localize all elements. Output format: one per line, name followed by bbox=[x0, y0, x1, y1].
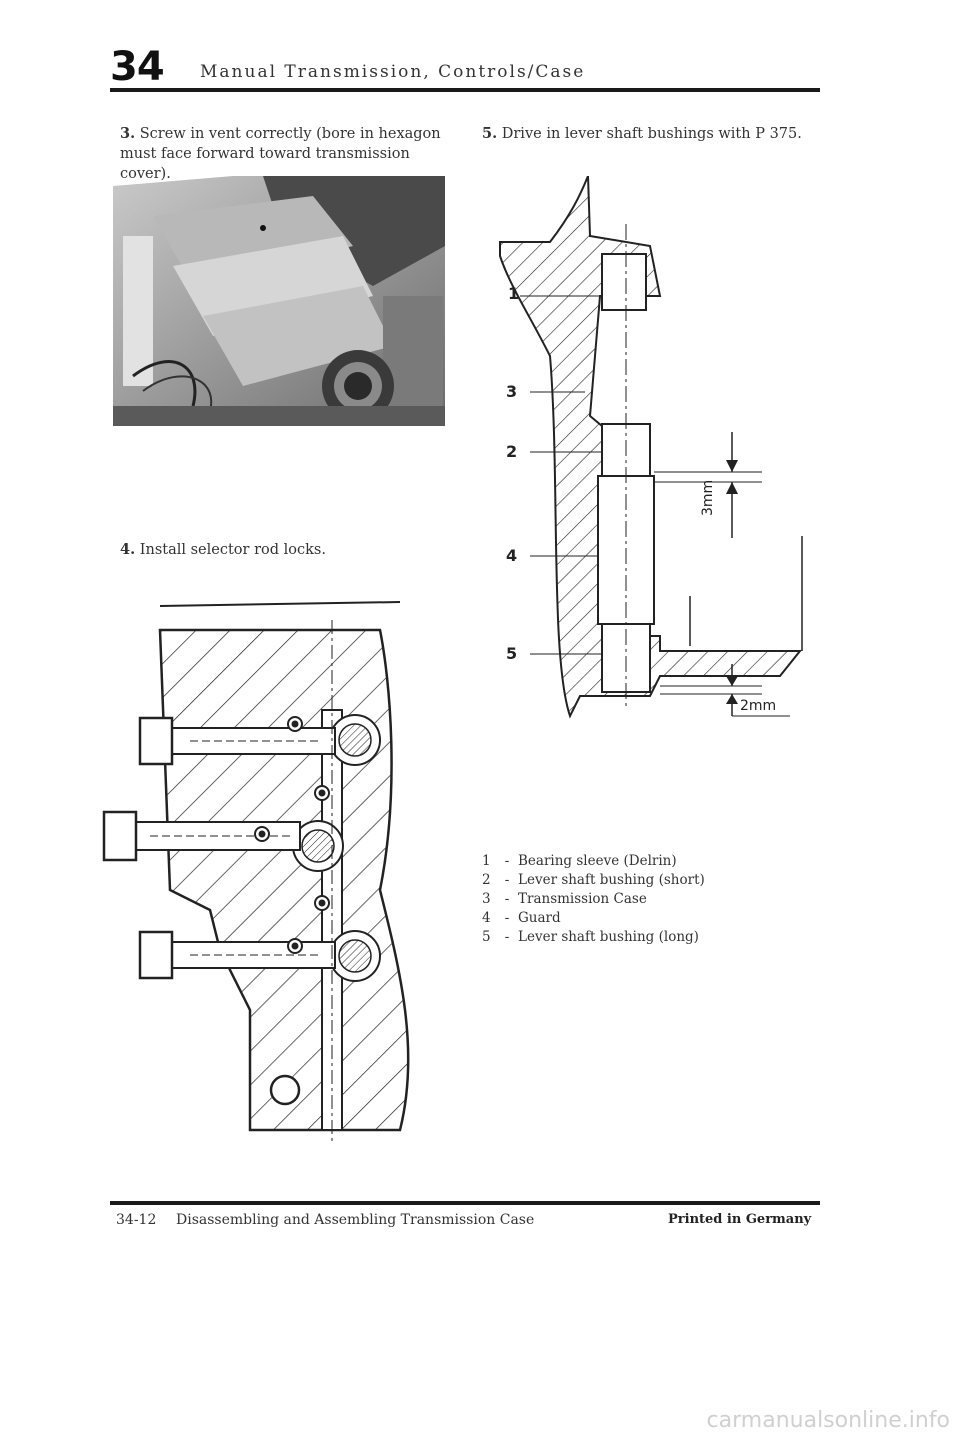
parts-legend: 1-Bearing sleeve (Delrin) 2-Lever shaft … bbox=[482, 852, 705, 947]
dimension-2mm-label: 2mm bbox=[740, 698, 777, 714]
step-3-instruction: 3. Screw in vent correctly (bore in hexa… bbox=[120, 124, 455, 184]
step-3-text: Screw in vent correctly (bore in hexagon… bbox=[120, 126, 441, 182]
bushing-cross-section bbox=[499, 175, 803, 719]
callout-5: 5 bbox=[506, 644, 518, 663]
step-5-number: 5. bbox=[482, 125, 498, 142]
dimension-3mm-label: 3mm bbox=[700, 479, 716, 516]
legend-item: 3-Transmission Case bbox=[482, 891, 647, 907]
legend-item: 2-Lever shaft bushing (short) bbox=[482, 872, 705, 888]
transmission-case-photo-graphic bbox=[113, 176, 445, 426]
page-number: 34-12 bbox=[116, 1212, 157, 1228]
watermark: carmanualsonline.info bbox=[706, 1408, 950, 1433]
callout-4: 4 bbox=[506, 546, 518, 565]
selector-rod-cross-section bbox=[102, 601, 410, 1145]
step-3-number: 3. bbox=[120, 125, 136, 142]
legend-item: 5-Lever shaft bushing (long) bbox=[482, 929, 699, 945]
vent-photo bbox=[113, 176, 445, 426]
legend-item: 4-Guard bbox=[482, 910, 561, 926]
footer-title: Disassembling and Assembling Transmissio… bbox=[176, 1212, 535, 1228]
step-4-number: 4. bbox=[120, 541, 136, 558]
selector-rod-locks-diagram bbox=[100, 590, 430, 1150]
printed-in-label: Printed in Germany bbox=[668, 1212, 812, 1227]
lever-shaft-bushing-diagram: 1 3 2 4 5 3mm 2mm bbox=[490, 175, 830, 736]
footer-rule bbox=[110, 1201, 820, 1205]
legend-item: 1-Bearing sleeve (Delrin) bbox=[482, 853, 677, 869]
step-5-text: Drive in lever shaft bushings with P 375… bbox=[501, 126, 802, 142]
chapter-title: Manual Transmission, Controls/Case bbox=[200, 62, 586, 82]
header-rule bbox=[110, 88, 820, 92]
callout-2: 2 bbox=[506, 442, 518, 461]
callout-1: 1 bbox=[508, 284, 520, 303]
step-4-instruction: 4. Install selector rod locks. bbox=[120, 540, 450, 560]
step-5-instruction: 5. Drive in lever shaft bushings with P … bbox=[482, 124, 822, 144]
chapter-number: 34 bbox=[110, 44, 165, 90]
step-4-text: Install selector rod locks. bbox=[139, 542, 326, 558]
callout-3: 3 bbox=[506, 382, 518, 401]
